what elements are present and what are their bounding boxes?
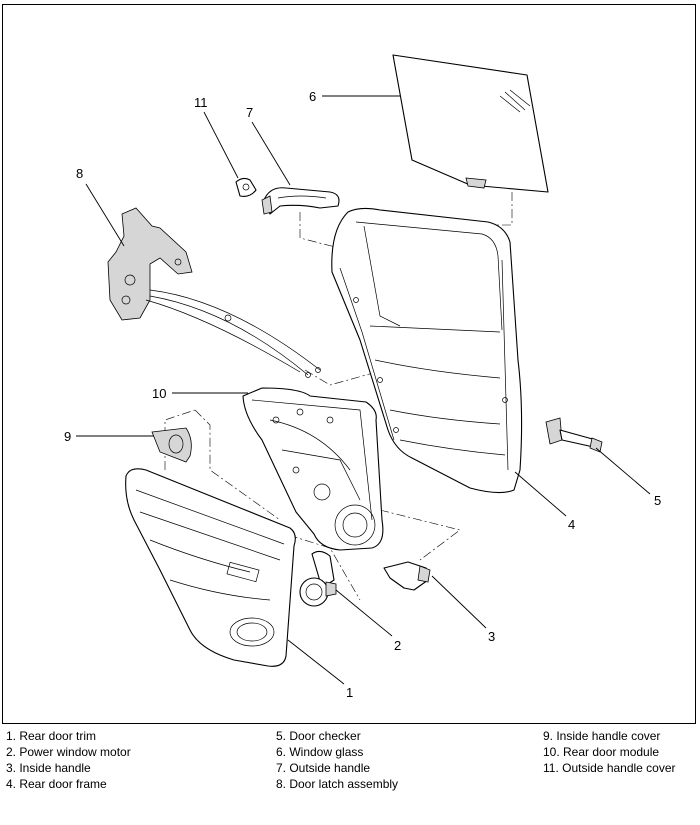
callout-7: 7 [246,105,253,120]
power-window-motor [299,550,337,607]
callout-6: 6 [309,89,316,104]
outside-handle [261,187,340,215]
legend-column-1: 1. Rear door trim 2. Power window motor … [6,728,131,792]
callout-10: 10 [152,386,166,401]
legend-item: 4. Rear door frame [6,777,107,791]
legend-item: 2. Power window motor [6,745,131,759]
callout-4: 4 [568,517,575,532]
window-glass [392,54,549,193]
legend-item: 11. Outside handle cover [543,761,676,775]
callout-5: 5 [654,493,661,508]
door-latch-assembly [107,207,321,378]
legend-column-2: 5. Door checker 6. Window glass 7. Outsi… [276,728,398,792]
legend-column-3: 9. Inside handle cover 10. Rear door mod… [543,728,676,776]
parts-legend: 1. Rear door trim 2. Power window motor … [0,728,700,825]
legend-item: 6. Window glass [276,745,364,759]
door-checker [545,417,603,453]
callout-9: 9 [64,429,71,444]
legend-item: 9. Inside handle cover [543,729,661,743]
outside-handle-cover [235,177,257,197]
inside-handle [383,561,431,591]
legend-item: 1. Rear door trim [6,729,97,743]
callout-labels: 6 7 11 8 10 9 5 4 3 2 1 [64,89,661,700]
legend-item: 10. Rear door module [543,745,660,759]
callout-2: 2 [394,638,401,653]
legend-item: 5. Door checker [276,729,361,743]
legend-item: 7. Outside handle [276,761,371,775]
diagram-frame [2,4,696,724]
callout-3: 3 [488,629,495,644]
inside-handle-cover [151,427,192,463]
rear-door-frame [331,207,523,494]
callout-8: 8 [76,166,83,181]
leader-lines [76,95,651,685]
rear-door-trim [125,468,296,667]
callout-1: 1 [346,685,353,700]
callout-11: 11 [194,95,208,110]
legend-item: 3. Inside handle [6,761,91,775]
rear-door-module [242,387,384,551]
exploded-door-diagram: 6 7 11 8 10 9 5 4 3 2 1 [64,54,661,700]
legend-item: 8. Door latch assembly [276,777,399,791]
